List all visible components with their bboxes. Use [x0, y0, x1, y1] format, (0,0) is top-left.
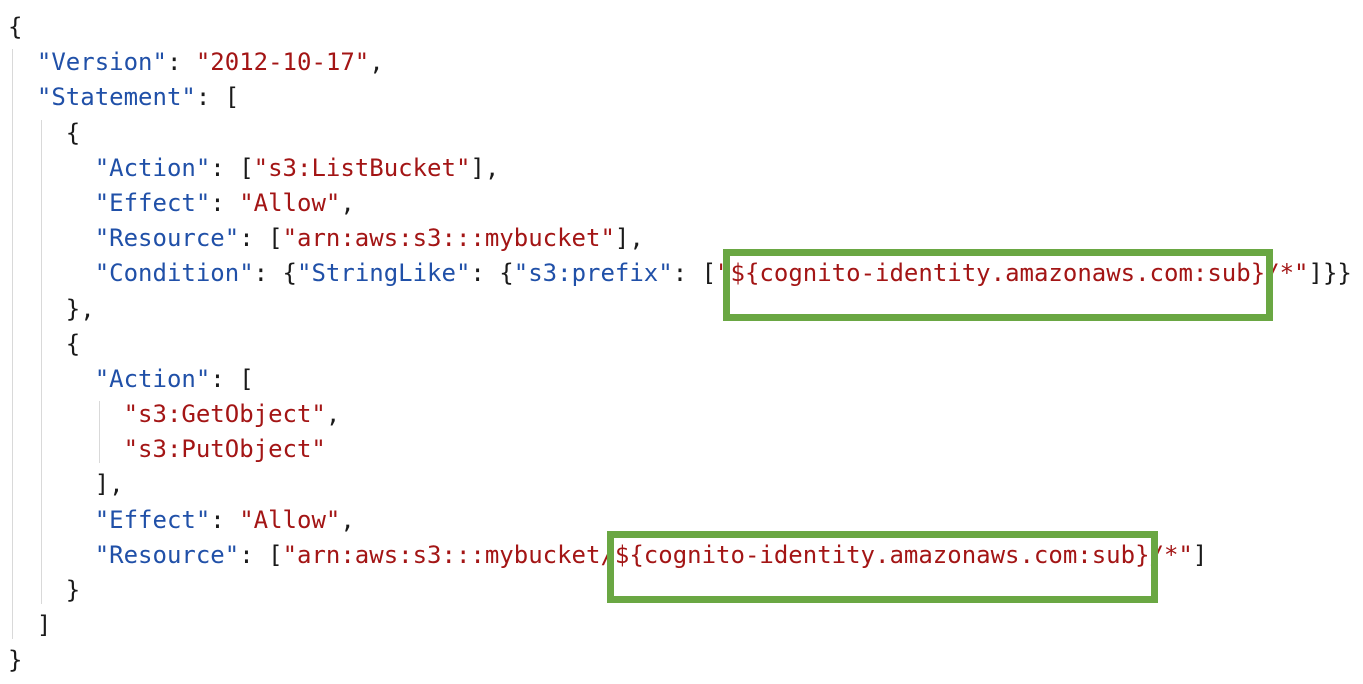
json-punctuation: ]}} [1308, 259, 1352, 288]
json-punctuation: : { [253, 259, 298, 288]
json-punctuation: , [369, 48, 384, 77]
json-key: "Effect" [94, 188, 211, 217]
json-key: "Action" [94, 153, 211, 182]
json-punctuation: }, [65, 294, 95, 323]
code-line: { [8, 10, 1352, 45]
json-key: "Statement" [36, 83, 196, 112]
json-punctuation: : [210, 505, 240, 534]
json-policy-document: { "Version": "2012-10-17", "Statement": … [8, 10, 1352, 679]
json-string: "s3:ListBucket" [253, 153, 471, 182]
json-string: "arn:aws:s3:::mybucket" [282, 224, 615, 253]
json-string: ${cognito-identity.amazonaws.com:sub} [730, 259, 1266, 288]
json-key: "Resource" [94, 224, 240, 253]
code-line: } [8, 643, 1352, 678]
json-string: " [716, 259, 731, 288]
json-punctuation: : [ [239, 224, 283, 253]
code-line: } [8, 573, 1352, 608]
json-key: "Version" [36, 48, 167, 77]
json-string: "Allow" [239, 188, 341, 217]
indent-guide [41, 119, 43, 605]
code-line: "Action": [ [8, 362, 1352, 397]
json-string: /*" [1149, 540, 1193, 569]
json-punctuation: , [340, 188, 355, 217]
indent-guide [12, 49, 14, 640]
indent-guide [99, 401, 101, 464]
json-punctuation: } [65, 576, 81, 604]
json-punctuation: ], [470, 153, 500, 182]
json-punctuation: ], [614, 224, 644, 253]
json-punctuation: } [8, 646, 23, 675]
json-punctuation: , [340, 505, 355, 534]
json-string: "s3:PutObject" [123, 435, 326, 464]
json-string: "s3:GetObject" [123, 400, 326, 429]
code-line: "Condition": {"StringLike": {"s3:prefix"… [8, 256, 1352, 291]
code-line: "Effect": "Allow", [8, 186, 1352, 221]
json-key: "StringLike" [297, 259, 471, 288]
json-punctuation: : [210, 188, 240, 217]
json-key: "Effect" [94, 505, 211, 534]
code-line: ] [8, 608, 1352, 643]
code-line: ], [8, 467, 1352, 502]
json-string: /*" [1265, 259, 1309, 288]
json-string: "2012-10-17" [195, 48, 370, 77]
json-key: "Action" [94, 364, 211, 393]
json-punctuation: : [ [210, 364, 254, 393]
code-line: "Effect": "Allow", [8, 503, 1352, 538]
json-key: "Resource" [94, 540, 240, 569]
json-string: ${cognito-identity.amazonaws.com:sub} [614, 540, 1150, 569]
json-string: "Allow" [239, 505, 341, 534]
json-punctuation: { [65, 329, 81, 358]
code-line: { [8, 327, 1352, 362]
json-punctuation: : [ [239, 540, 283, 569]
json-string: "arn:aws:s3:::mybucket/ [282, 540, 615, 569]
code-line: "Statement": [ [8, 80, 1352, 115]
json-punctuation: ] [36, 611, 52, 640]
code-line: "Resource": ["arn:aws:s3:::mybucket/${co… [8, 538, 1352, 573]
json-punctuation: ] [1192, 540, 1208, 569]
json-key: "s3:prefix" [513, 259, 673, 288]
json-punctuation: { [8, 13, 23, 41]
json-punctuation: { [65, 118, 81, 147]
code-line: "Version": "2012-10-17", [8, 45, 1352, 80]
json-punctuation: ], [94, 470, 124, 499]
json-punctuation: : [166, 48, 196, 77]
json-punctuation: : [ [672, 259, 717, 288]
code-line: "s3:GetObject", [8, 397, 1352, 432]
json-punctuation: , [325, 400, 341, 429]
json-punctuation: : [ [210, 153, 254, 182]
code-line: }, [8, 292, 1352, 327]
json-punctuation: : [ [195, 83, 240, 112]
code-line: "s3:PutObject" [8, 432, 1352, 467]
json-key: "Condition" [94, 259, 254, 288]
code-line: "Action": ["s3:ListBucket"], [8, 151, 1352, 186]
code-line: { [8, 116, 1352, 151]
json-punctuation: : { [470, 259, 514, 288]
code-line: "Resource": ["arn:aws:s3:::mybucket"], [8, 221, 1352, 256]
